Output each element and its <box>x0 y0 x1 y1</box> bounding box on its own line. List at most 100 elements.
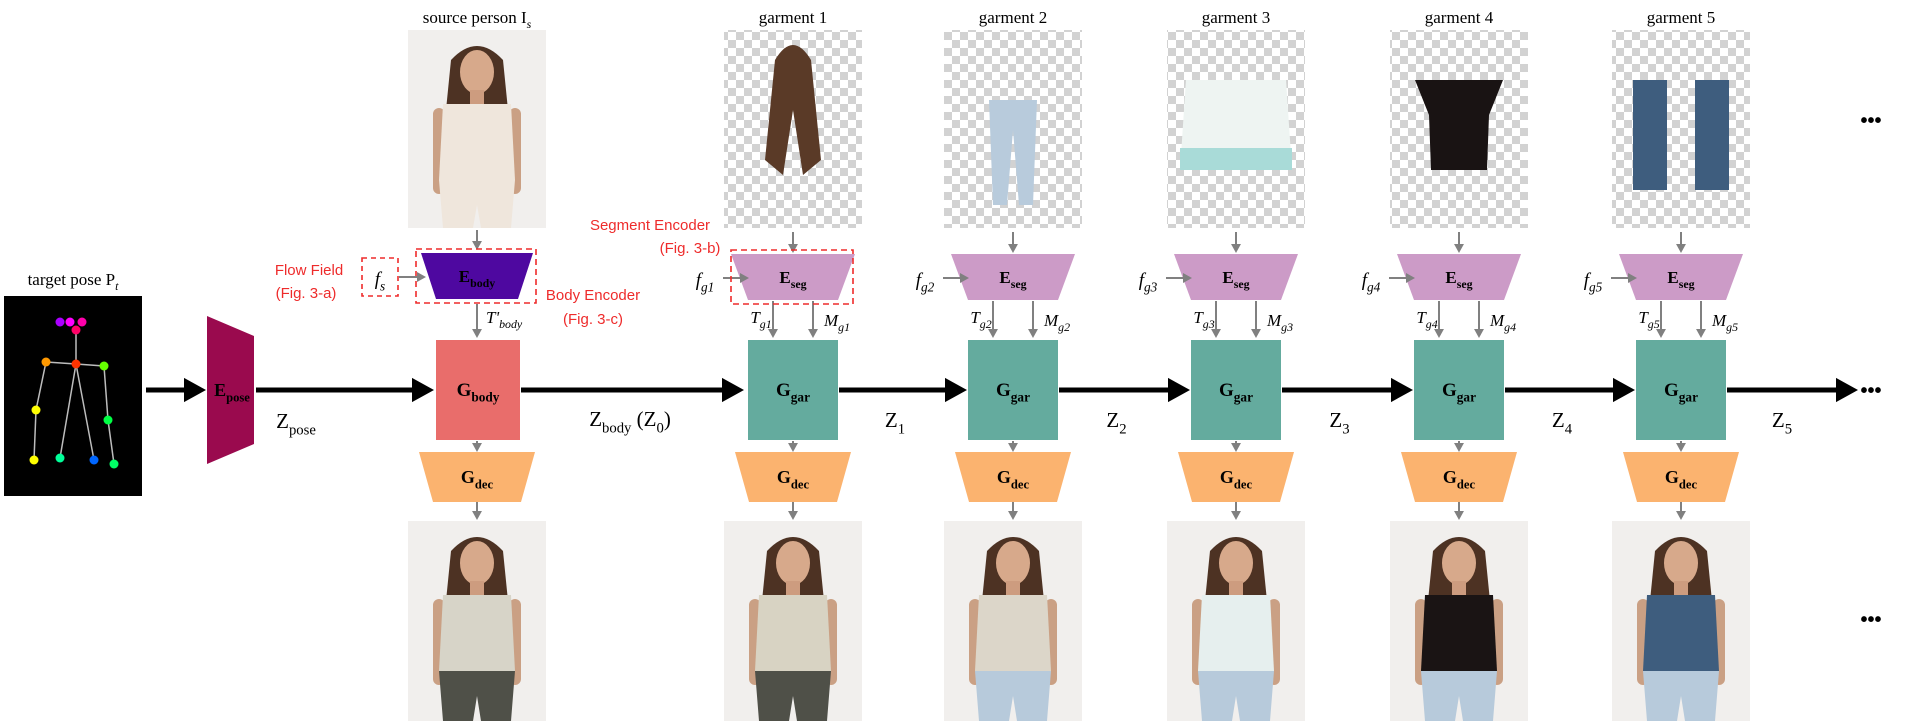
f-label-2: fg2 <box>916 270 935 295</box>
e-seg-block-3: Eseg <box>1174 254 1298 300</box>
z-label-2: Z2 <box>1106 408 1126 437</box>
z-label-1: Z1 <box>885 408 905 437</box>
garment-item-4 <box>1415 80 1503 170</box>
g-dec-block-3: Gdec <box>1178 452 1294 502</box>
m-label-4: Mg4 <box>1489 311 1516 334</box>
garment-label-2: garment 2 <box>979 8 1047 27</box>
pose-keypoint <box>89 455 99 465</box>
arrow-gbody-to-ggar-1 <box>521 377 744 403</box>
ellipsis-middle: ••• <box>1860 380 1881 402</box>
arrow-f-to-eseg-2 <box>943 273 969 283</box>
g-gar-block-1-label: Ggar <box>776 380 810 405</box>
g-dec-block-4: Gdec <box>1401 452 1517 502</box>
garment-label-1: garment 1 <box>759 8 827 27</box>
t-label-2: Tg2 <box>970 308 991 331</box>
e-seg-block-1-label: Eseg <box>779 268 806 291</box>
arrow-m-2 <box>1028 301 1038 338</box>
arrow-garment-to-eseg-4 <box>1454 232 1464 253</box>
garment-label-4: garment 4 <box>1425 8 1494 27</box>
g-gar-block-5-label: Ggar <box>1664 380 1698 405</box>
arrow-ebody-to-gbody <box>472 304 482 338</box>
f-label-5: fg5 <box>1584 270 1603 295</box>
garment-label-3: garment 3 <box>1202 8 1270 27</box>
g-gar-block-5: Ggar <box>1636 340 1726 440</box>
g-dec-block-2-label: Gdec <box>997 467 1030 491</box>
f-label-1: fg1 <box>696 270 715 295</box>
output-person-1 <box>724 521 862 721</box>
target-pose-label: target pose Pt <box>28 270 120 293</box>
garment-image-5 <box>1612 30 1750 228</box>
g-body-block: Gbody <box>436 340 520 440</box>
z-label-3: Z3 <box>1329 408 1349 437</box>
pose-keypoint <box>41 357 51 367</box>
arrow-latent-1 <box>839 377 967 403</box>
g-gar-block-3-label: Ggar <box>1219 380 1253 405</box>
pose-keypoint <box>55 317 65 327</box>
body-encoder-ref: (Fig. 3-c) <box>563 311 623 328</box>
pose-keypoint <box>71 325 81 335</box>
pose-keypoint <box>77 317 87 327</box>
pose-keypoint <box>29 455 39 465</box>
z-label-5: Z5 <box>1772 408 1792 437</box>
e-seg-block-2-label: Eseg <box>999 268 1026 291</box>
arrow-fs-to-ebody <box>399 272 426 282</box>
g-dec-block-5-label: Gdec <box>1665 467 1698 491</box>
g-dec-block-0: Gdec <box>419 452 535 502</box>
garment-label-5: garment 5 <box>1647 8 1715 27</box>
e-body-block: Ebody <box>421 253 533 299</box>
arrow-f-to-eseg-4 <box>1389 273 1415 283</box>
f-label-4: fg4 <box>1362 270 1381 295</box>
arrow-gbody-to-gdec <box>472 441 482 452</box>
segment-encoder-frame <box>730 249 854 305</box>
pose-keypoint <box>103 415 113 425</box>
arrow-garment-to-eseg-1 <box>788 232 798 253</box>
g-dec-block-3-label: Gdec <box>1220 467 1253 491</box>
source-person-label: source person Is <box>423 8 532 31</box>
arrow-source-to-ebody <box>472 230 482 250</box>
pose-keypoint <box>65 317 75 327</box>
e-seg-block-5-label: Eseg <box>1667 268 1694 291</box>
arrow-epose-to-gbody <box>256 377 434 403</box>
arrow-garment-to-eseg-3 <box>1231 232 1241 253</box>
arrow-gdec-to-output-2 <box>1008 502 1018 520</box>
g-gar-block-1: Ggar <box>748 340 838 440</box>
g-dec-block-1: Gdec <box>735 452 851 502</box>
arrow-gdec-to-output-0 <box>472 502 482 520</box>
m-label-1: Mg1 <box>823 311 850 334</box>
garment-item-5 <box>1633 80 1729 190</box>
output-person-5 <box>1612 521 1750 721</box>
arrow-t-2 <box>988 301 998 338</box>
g-gar-block-2-label: Ggar <box>996 380 1030 405</box>
arrow-ggar-to-gdec-3 <box>1231 441 1241 452</box>
garment-item-2 <box>989 100 1037 205</box>
flow-field-frame <box>361 257 399 297</box>
g-gar-block-4: Ggar <box>1414 340 1504 440</box>
e-body-block-label: Ebody <box>459 267 496 290</box>
g-dec-block-4-label: Gdec <box>1443 467 1476 491</box>
g-dec-block-5: Gdec <box>1623 452 1739 502</box>
pose-keypoint <box>99 361 109 371</box>
z-body-label: Zbody (Z0) <box>589 407 671 436</box>
arrow-garment-to-eseg-2 <box>1008 232 1018 253</box>
t-label-3: Tg3 <box>1193 308 1214 331</box>
ellipsis-bottom: ••• <box>1860 609 1881 631</box>
g-gar-block-2: Ggar <box>968 340 1058 440</box>
g-gar-block-3: Ggar <box>1191 340 1281 440</box>
arrow-ggar-to-gdec-2 <box>1008 441 1018 452</box>
pose-keypoint <box>71 359 81 369</box>
arrow-gdec-to-output-4 <box>1454 502 1464 520</box>
garment-item-3 <box>1180 80 1292 170</box>
pose-keypoint <box>109 459 119 469</box>
pose-keypoint <box>31 405 41 415</box>
e-seg-block-2: Eseg <box>951 254 1075 300</box>
arrow-ggar-to-gdec-1 <box>788 441 798 452</box>
g-gar-block-4-label: Ggar <box>1442 380 1476 405</box>
arrow-t-1 <box>768 301 778 338</box>
f-label-3: fg3 <box>1139 270 1158 295</box>
flow-field-label: Flow Field <box>275 262 343 279</box>
arrow-garment-to-eseg-5 <box>1676 232 1686 253</box>
e-seg-block-4: Eseg <box>1397 254 1521 300</box>
arrow-m-3 <box>1251 301 1261 338</box>
arrow-f-to-eseg-3 <box>1166 273 1192 283</box>
